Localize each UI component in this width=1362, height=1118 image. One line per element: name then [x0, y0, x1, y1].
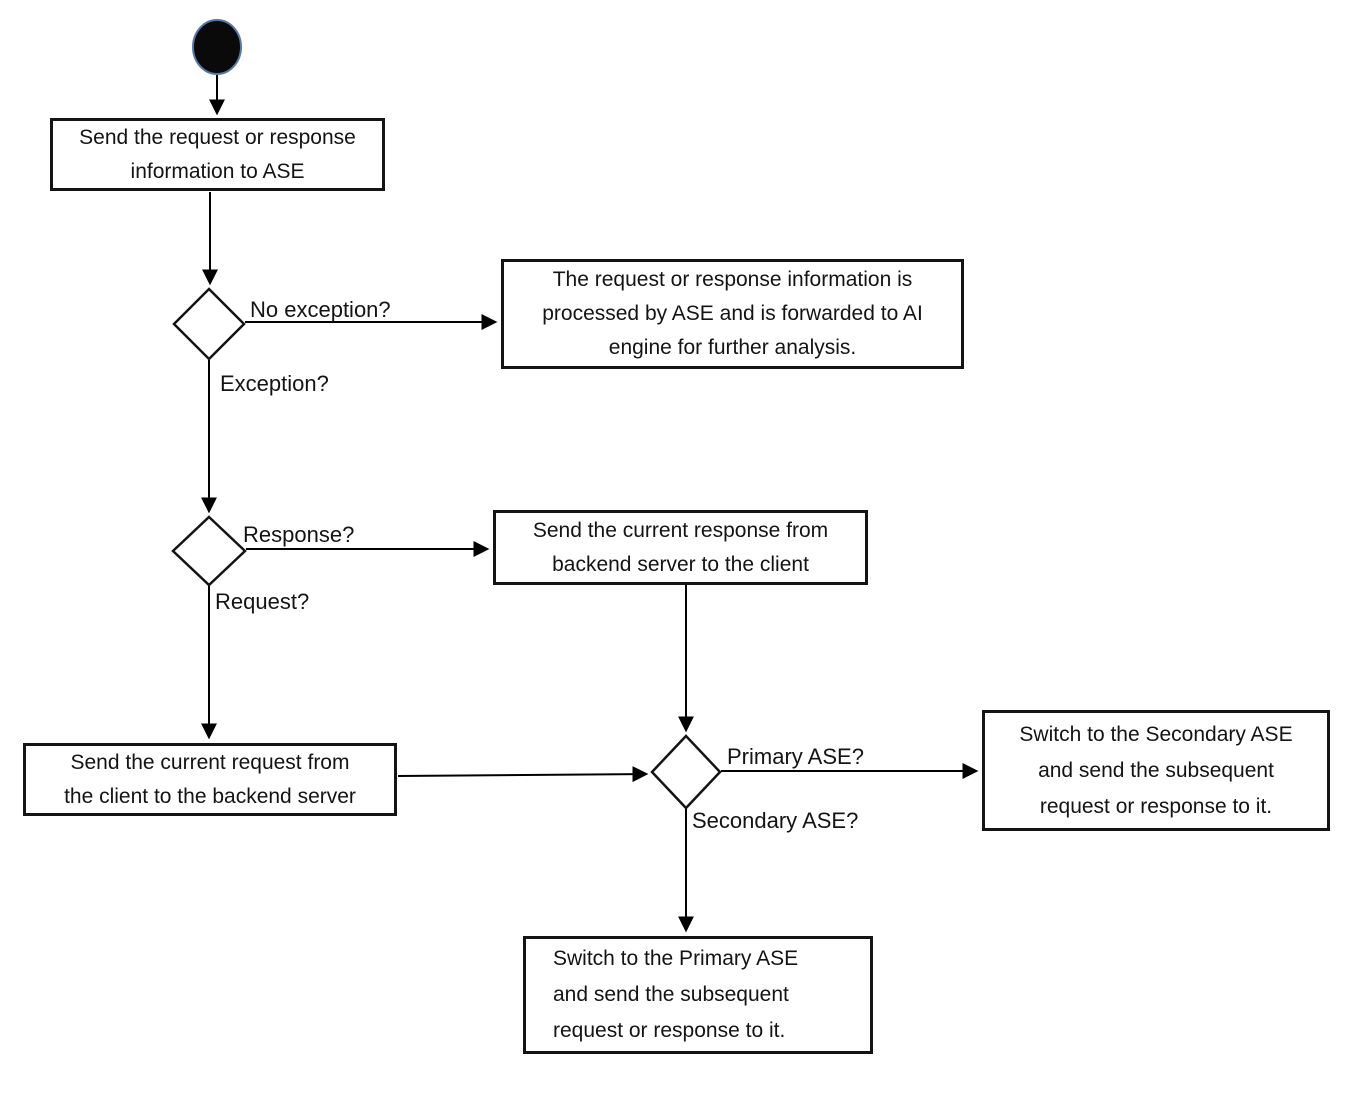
label-line: the client to the backend server [64, 784, 356, 808]
decision-ase-diamond [650, 734, 722, 810]
edge-label-response: Response? [243, 522, 355, 547]
label-line: and send the subsequent [553, 983, 789, 1006]
activity-switch-primary: Switch to the Primary ASE and send the s… [523, 936, 873, 1054]
activity-processed-by-ase: The request or response information is p… [501, 259, 964, 369]
edge-label-primary-ase: Primary ASE? [727, 744, 864, 769]
edge-label-secondary-ase: Secondary ASE? [692, 808, 859, 833]
label-line: Send the request or response [79, 125, 356, 149]
edge-label-request: Request? [215, 589, 310, 614]
edge-label-no-exception: No exception? [250, 297, 391, 322]
edge-request-box-to-ase-decision [397, 766, 649, 783]
label-line: engine for further analysis. [608, 336, 857, 359]
label-line: and send the subsequent [1038, 758, 1274, 782]
label-line: Switch to the Secondary ASE [1019, 722, 1293, 746]
decision-request-response-diamond [171, 515, 247, 587]
label-line: Send the current response from [532, 518, 829, 542]
label-line: The request or response information is [552, 268, 913, 291]
label-line: backend server to the client [552, 552, 809, 576]
label-line: request or response to it. [1039, 794, 1273, 818]
label-line: processed by ASE and is forwarded to AI [542, 302, 923, 325]
edge-label-exception: Exception? [220, 371, 329, 396]
label-line: information to ASE [130, 159, 305, 183]
initial-node [192, 19, 242, 75]
label-line: Send the current request from [70, 750, 350, 774]
activity-send-request: Send the current request from the client… [23, 743, 397, 816]
activity-send-to-ase: Send the request or response information… [50, 118, 385, 191]
label-line: Switch to the Primary ASE [553, 947, 799, 970]
label-line: request or response to it. [553, 1019, 786, 1042]
activity-switch-secondary: Switch to the Secondary ASE and send the… [982, 710, 1330, 831]
decision-exception-diamond [172, 287, 246, 361]
activity-send-response: Send the current response from backend s… [493, 510, 868, 585]
